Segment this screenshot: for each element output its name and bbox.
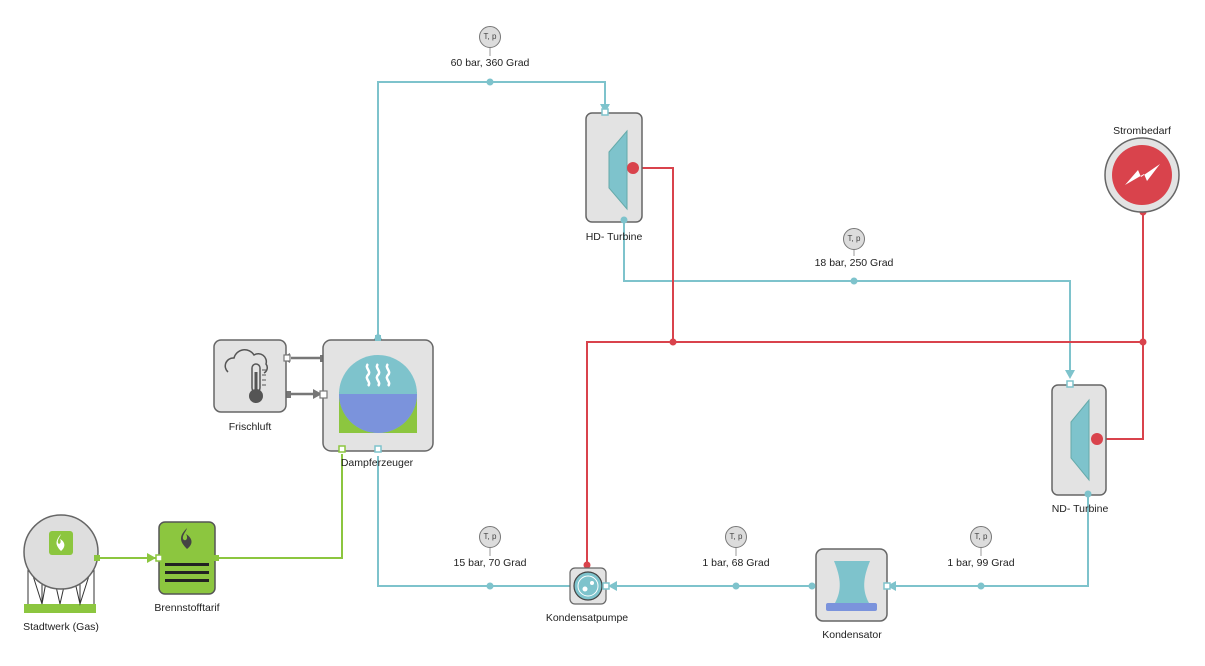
sensor-label-exhaust: 1 bar, 99 Grad	[947, 557, 1015, 569]
port	[284, 391, 291, 398]
arrow-fuel	[147, 553, 156, 563]
kondensatpumpe-box	[569, 567, 610, 605]
label-kondensatpumpe: Kondensatpumpe	[545, 612, 629, 624]
stadtwerk-component[interactable]	[22, 513, 100, 615]
junction-dot	[977, 582, 985, 590]
junction-dot	[850, 277, 858, 285]
sensor-icon[interactable]: T, p	[479, 26, 501, 48]
label-brennstofftarif: Brennstofftarif	[154, 602, 220, 614]
stadtwerk-gas-tank	[23, 514, 100, 613]
hd-turbine-box	[585, 108, 643, 224]
pipe-feedwater	[377, 456, 570, 587]
sensor-icon[interactable]: T, p	[970, 526, 992, 548]
pipe-steam-live	[377, 81, 606, 335]
label-kondensator: Kondensator	[822, 629, 882, 641]
hd-turbine-component[interactable]	[586, 113, 642, 222]
pipe-steam-intermediate	[623, 222, 1071, 375]
sensor-label-feedwater: 15 bar, 70 Grad	[453, 557, 527, 569]
sensor-icon[interactable]: T, p	[479, 526, 501, 548]
pipe-exhaust-nd	[893, 497, 1089, 587]
label-dampferzeuger: Dampferzeuger	[340, 457, 414, 469]
dampferzeuger-box	[319, 335, 434, 453]
frischluft-component[interactable]	[214, 340, 286, 412]
sensor-icon[interactable]: T, p	[725, 526, 747, 548]
sensor-label-live-steam: 60 bar, 360 Grad	[450, 57, 530, 69]
junction-dot	[1139, 338, 1147, 346]
junction-dot	[583, 561, 591, 569]
cable-hd-generator	[641, 167, 674, 342]
nd-turbine-box	[1051, 380, 1107, 498]
sensor-icon[interactable]: T, p	[843, 228, 865, 250]
kondensator-box	[808, 548, 891, 622]
nd-turbine-component[interactable]	[1052, 385, 1106, 495]
pipe-fuel	[217, 454, 343, 559]
arrow-nd-in	[1065, 370, 1075, 379]
label-hd-turbine: HD- Turbine	[585, 231, 643, 243]
junction-dot	[669, 338, 677, 346]
label-strombedarf: Strombedarf	[1113, 125, 1171, 137]
arrow-air-in	[313, 389, 322, 399]
label-frischluft: Frischluft	[228, 421, 272, 433]
label-nd-turbine: ND- Turbine	[1051, 503, 1109, 515]
cable-demand	[1099, 212, 1144, 440]
brennstofftarif-component[interactable]	[159, 522, 215, 594]
frischluft-box	[213, 339, 291, 413]
arrow-kondensator-in	[887, 581, 896, 591]
dampferzeuger-component[interactable]	[323, 340, 433, 451]
label-stadtwerk: Stadtwerk (Gas)	[23, 621, 99, 633]
sensor-label-condensate: 1 bar, 68 Grad	[702, 557, 770, 569]
strombedarf-component[interactable]	[1105, 138, 1179, 212]
arrow-pump-in	[608, 581, 617, 591]
kondensator-component[interactable]	[816, 549, 887, 621]
junction-dot	[732, 582, 740, 590]
brennstofftarif-box	[155, 521, 219, 595]
cable-bus	[586, 341, 1143, 565]
kondensatpumpe-component[interactable]	[570, 568, 606, 604]
strombedarf-icon	[1104, 137, 1180, 213]
junction-dot	[486, 78, 494, 86]
junction-dot	[486, 582, 494, 590]
sensor-label-intermediate: 18 bar, 250 Grad	[814, 257, 894, 269]
